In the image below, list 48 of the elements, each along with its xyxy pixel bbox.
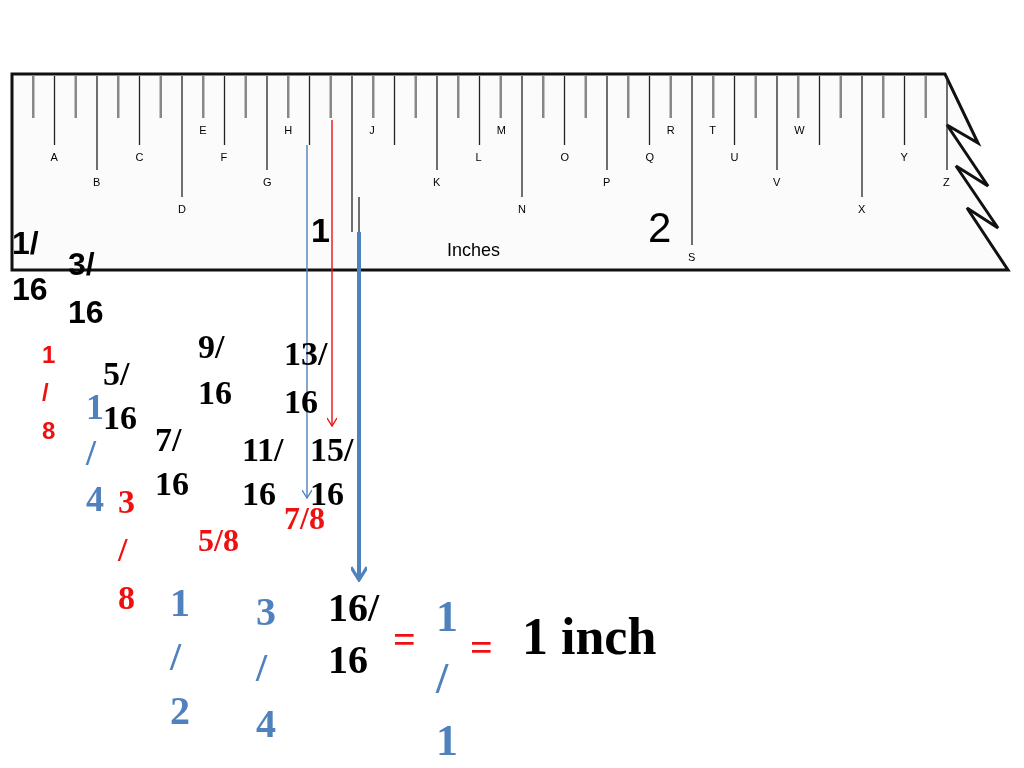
unit-label: Inches [447, 240, 501, 260]
ruler-number: 1 [311, 210, 330, 250]
fraction-label: 9/ 16 [198, 327, 232, 413]
ruler-letter: S [688, 251, 696, 263]
fraction-label: 1 / 8 [42, 340, 56, 446]
ruler-letter: V [773, 176, 781, 188]
ruler-letter: J [369, 124, 375, 136]
ruler-letter: E [199, 124, 207, 136]
arrow [349, 232, 369, 582]
fraction-label: 3 / 4 [256, 588, 276, 748]
fraction-label: 1 / 2 [170, 579, 190, 735]
ruler-letter: G [263, 176, 272, 188]
ruler-letter: F [220, 151, 228, 163]
ruler-letter: C [135, 151, 144, 163]
fraction-label: 5/8 [198, 522, 239, 558]
ruler-letter: Z [943, 176, 950, 188]
ruler-letter: D [178, 203, 186, 215]
arrow [326, 119, 338, 427]
ruler-letter: M [496, 124, 506, 136]
fraction-label: 13/ 16 [284, 334, 328, 422]
arrow [301, 144, 313, 499]
equals-sign: = [393, 618, 416, 662]
ruler-letter: N [518, 203, 526, 215]
fraction-label: 5/ 16 [103, 354, 137, 438]
ruler-number: 2 [648, 206, 672, 250]
ruler-letter: A [50, 151, 58, 163]
fraction-label: 3 / 8 [118, 482, 135, 618]
ruler-letter: H [284, 124, 293, 136]
ruler-letter: T [709, 124, 716, 136]
result-text: 1 inch [522, 608, 657, 666]
ruler-letter: B [93, 176, 101, 188]
ruler-letter: Q [645, 151, 655, 163]
fraction-label: 1 / 4 [86, 386, 104, 521]
ruler-letter: Y [900, 151, 908, 163]
equals-sign: = [470, 626, 493, 670]
fraction-label: 1/ 16 [12, 224, 48, 309]
fraction-label: 11/ 16 [242, 430, 284, 514]
ruler-letter: U [730, 151, 739, 163]
ruler-letter: O [560, 151, 570, 163]
ruler-letter: K [433, 176, 441, 188]
ruler-letter: P [603, 176, 611, 188]
fraction-label: 16/ 16 [328, 582, 380, 686]
fraction-label: 7/ 16 [155, 420, 189, 504]
fraction-label: 1 / 1 [436, 591, 458, 767]
ruler-letter: L [475, 151, 482, 163]
ruler-letter: R [666, 124, 675, 136]
ruler-letter: X [858, 203, 866, 215]
ruler-letter: W [794, 124, 805, 136]
